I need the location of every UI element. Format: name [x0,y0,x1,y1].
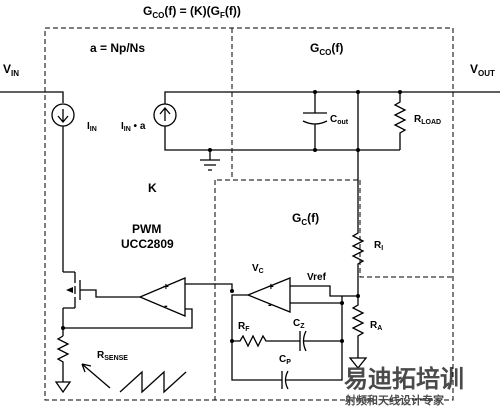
mosfet-switch [62,271,81,336]
mosfet-arrow-icon [66,287,73,293]
ea-plus-label: + [268,282,274,293]
k-label: K [148,181,157,195]
k-block-boundary [44,27,454,401]
ra-ground-icon [348,357,368,370]
watermark-sub: 射频和天线设计专家 [344,393,445,407]
cp-capacitor [231,341,343,390]
rsense-arrow-icon [81,363,111,389]
sense-feedback-wire [63,308,193,329]
vout-rail [164,91,500,104]
gc-block-boundary [214,28,453,400]
pwm-plus-label: + [163,282,169,293]
vref-label: Vref [307,272,327,283]
vin-wire [0,91,64,103]
ground-icon [200,150,220,171]
gco-label: GCO(f) [310,41,343,57]
cp-label: CP [279,354,291,366]
pwm-comparator [138,277,186,317]
rsense-ground-icon [54,381,72,394]
rload-resistor [393,92,407,150]
vc-wire [185,283,233,291]
return-rail [164,126,400,151]
ea-minus-label: - [268,299,272,311]
rf-label: RF [238,321,250,333]
cz-label: CZ [293,318,305,330]
vc-label: VC [252,263,264,275]
cout-label: Cout [330,114,349,126]
cz-capacitor [299,330,342,352]
iin-a-arrow-icon [159,106,171,121]
ic-part-label: UCC2809 [121,237,174,251]
rsense-label: RSENSE [97,350,128,362]
gate-drive-wire [80,289,140,298]
ra-label: RA [370,320,382,332]
ri-resistor [351,92,365,296]
rsense-resistor [56,335,70,382]
iin-label: IIN [87,121,97,133]
rload-label: RLOAD [414,114,441,126]
error-amplifier [246,277,291,313]
vout-label: VOUT [470,62,495,78]
gc-label: GC(f) [292,211,319,227]
sawtooth-waveform [119,370,187,394]
cout-capacitor [302,92,328,150]
junction-dots [61,90,402,343]
title-equation: GCO(f) = (K)(GF(f)) [143,4,241,20]
pwm-label: PWM [132,222,161,236]
vref-wire [290,285,358,297]
pwm-minus-label: - [164,300,168,312]
vin-label: VIN [3,62,19,78]
ra-resistor [351,296,365,358]
ri-label: RI [374,240,383,252]
ea-output-wire [231,294,248,341]
iin-arrow-icon [57,109,69,124]
iin-a-label: IIN • a [121,121,146,133]
rf-resistor [232,334,300,348]
turns-ratio-label: a = Np/Ns [90,41,145,55]
watermark-main: 易迪拓培训 [344,365,464,393]
